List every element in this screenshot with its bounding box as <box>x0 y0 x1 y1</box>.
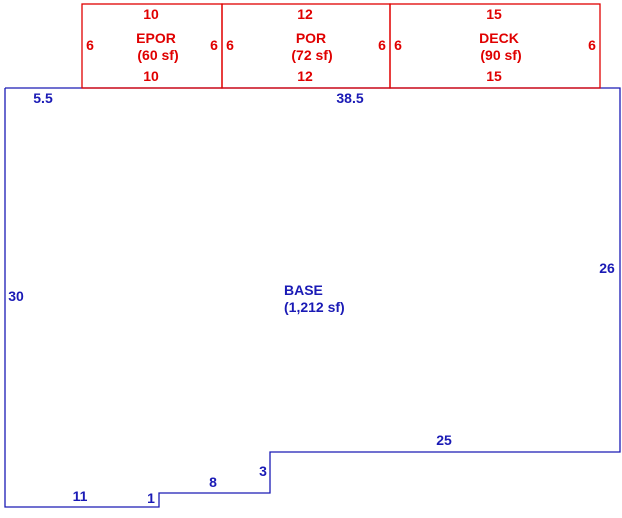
base-outline <box>4 87 621 508</box>
por-bottom-dimension: 12 <box>297 68 313 84</box>
deck-area: (90 sf) <box>480 47 521 63</box>
epor-right-dimension: 6 <box>210 37 218 53</box>
deck-bottom-dimension: 15 <box>486 68 502 84</box>
base-top-left-dimension: 5.5 <box>33 90 53 106</box>
epor-area: (60 sf) <box>137 47 178 63</box>
base-step-top-dimension: 25 <box>436 432 452 448</box>
epor-name: EPOR <box>136 30 176 46</box>
epor-top-dimension: 10 <box>143 6 159 22</box>
base-name: BASE <box>284 282 323 298</box>
base-bottom-dimension: 11 <box>73 488 88 504</box>
por-name: POR <box>296 30 326 46</box>
epor-left-dimension: 6 <box>86 37 94 53</box>
deck-top-dimension: 15 <box>486 6 502 22</box>
base-top-right-dimension: 38.5 <box>336 90 363 106</box>
por-top-dimension: 12 <box>297 6 313 22</box>
deck-left-dimension: 6 <box>394 37 402 53</box>
base-jog-dimension: 1 <box>147 490 155 506</box>
deck-name: DECK <box>479 30 519 46</box>
deck-right-dimension: 6 <box>588 37 596 53</box>
base-step-bottom-dimension: 8 <box>209 474 217 490</box>
epor-bottom-dimension: 10 <box>143 68 159 84</box>
deck-outline <box>389 3 601 89</box>
por-area: (72 sf) <box>291 47 332 63</box>
por-right-dimension: 6 <box>378 37 386 53</box>
base-area: (1,212 sf) <box>284 299 345 315</box>
por-left-dimension: 6 <box>226 37 234 53</box>
base-left-dimension: 30 <box>8 288 24 304</box>
base-right-dimension: 26 <box>599 260 615 276</box>
base-step-side-dimension: 3 <box>259 463 267 479</box>
